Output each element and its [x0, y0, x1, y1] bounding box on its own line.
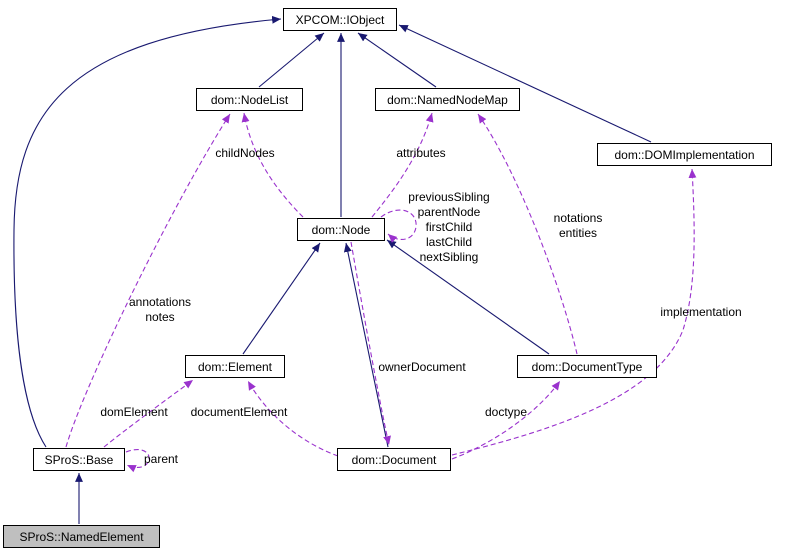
edge-use-base-self-parent: [125, 449, 150, 473]
edge-use-node-self-siblings: [380, 209, 417, 243]
node-dom-document[interactable]: dom::Document: [337, 448, 451, 471]
edge-label-notations-entities: notations entities: [553, 211, 603, 240]
node-dom-node[interactable]: dom::Node: [297, 218, 385, 241]
edge-use-node-document-ownerdocument: [350, 241, 391, 446]
node-spros-base[interactable]: SProS::Base: [33, 448, 125, 471]
edge-inherit-domimplementation-iobject: [398, 24, 652, 143]
edge-use-document-element-documentelement: [247, 380, 339, 457]
edge-use-base-nodelist-annotations: [65, 113, 231, 448]
edge-label-implementation: implementation: [660, 305, 742, 319]
node-xpcom-iobject[interactable]: XPCOM::IObject: [283, 8, 397, 31]
edge-label-ownerdocument: ownerDocument: [378, 360, 466, 374]
edge-use-base-element-domelement: [103, 379, 194, 448]
edge-use-document-documenttype-doctype: [451, 380, 561, 460]
edge-label-attributes: attributes: [396, 146, 446, 160]
edge-inherit-nodelist-iobject: [258, 32, 325, 88]
node-dom-domimplementation[interactable]: dom::DOMImplementation: [597, 143, 772, 166]
edge-use-documenttype-namednodemap-notations: [477, 113, 578, 355]
node-dom-documenttype[interactable]: dom::DocumentType: [517, 355, 657, 378]
edge-inherit-element-node: [242, 242, 321, 355]
edge-label-childnodes: childNodes: [215, 146, 275, 160]
edge-label-node-siblings: previousSibling parentNode firstChild la…: [408, 190, 490, 264]
edge-label-doctype: doctype: [484, 405, 528, 419]
node-dom-namednodemap[interactable]: dom::NamedNodeMap: [375, 88, 520, 111]
edge-inherit-namednodemap-iobject: [357, 32, 437, 88]
node-dom-element[interactable]: dom::Element: [185, 355, 285, 378]
edge-label-annotations-notes: annotations notes: [128, 295, 192, 324]
edge-inherit-document-node: [343, 242, 389, 448]
edge-label-parent: parent: [143, 452, 179, 466]
node-spros-namedelement[interactable]: SProS::NamedElement: [3, 525, 160, 548]
edge-inherit-base-iobject: [13, 15, 282, 448]
node-dom-nodelist[interactable]: dom::NodeList: [196, 88, 303, 111]
edge-use-node-namednodemap-attributes: [371, 112, 434, 218]
edge-inherit-documenttype-node: [386, 239, 550, 355]
edge-use-document-domimplementation: [451, 168, 697, 456]
edge-label-documentelement: documentElement: [190, 405, 288, 419]
edge-label-domelement: domElement: [100, 405, 168, 419]
edge-use-node-nodelist-childnodes: [241, 112, 304, 218]
